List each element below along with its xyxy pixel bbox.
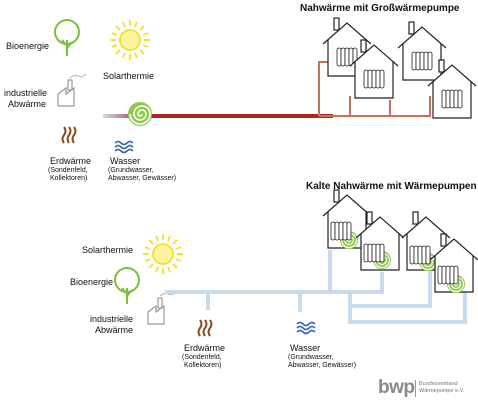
tree-icon: [114, 267, 140, 305]
earth-heat-icon: [61, 126, 77, 144]
sun-icon: [142, 233, 184, 275]
bottom-section: [114, 189, 478, 337]
label-wasser-sub2: Abwasser, Gewässer): [108, 175, 177, 182]
logo-line1: Bundesverband: [419, 381, 458, 387]
label-erdwaerme-sub2: Kollektoren): [184, 362, 222, 369]
earth-heat-icon: [197, 319, 213, 337]
label-erdwaerme-sub1: (Sondenfeld,: [182, 354, 222, 361]
tree-icon: [54, 19, 80, 57]
label-abwaerme: Abwärme: [8, 99, 47, 109]
top-title: Nahwärme mit Großwärmepumpe: [300, 3, 460, 14]
heat-pump-icon: [127, 101, 153, 127]
label-erdwaerme: Erdwärme: [184, 343, 226, 353]
label-industrielle: industrielle: [90, 314, 134, 324]
label-abwaerme: Abwärme: [95, 325, 134, 335]
logo-line2: Wärmepumpe e.V.: [419, 388, 465, 394]
factory-icon: [57, 73, 87, 107]
label-erdwaerme: Erdwärme: [50, 156, 92, 166]
top-section: [54, 17, 477, 154]
water-icon: [296, 321, 316, 335]
label-erdwaerme-sub2: Kollektoren): [50, 175, 88, 182]
label-bioenergie: Bioenergie: [70, 277, 114, 287]
factory-icon: [147, 291, 177, 325]
label-wasser: Wasser: [290, 343, 321, 353]
label-wasser-sub2: Abwasser, Gewässer): [288, 362, 357, 369]
cold-pipe-network: [165, 250, 467, 324]
label-solarthermie: Solarthermie: [82, 245, 134, 255]
warm-pipe: [103, 114, 333, 118]
sun-icon: [109, 19, 151, 61]
label-wasser-sub1: (Grundwasser,: [108, 167, 154, 174]
water-icon: [114, 140, 134, 154]
label-bioenergie: Bioenergie: [6, 41, 50, 51]
label-wasser: Wasser: [110, 156, 141, 166]
logo-divider: [415, 380, 416, 397]
label-erdwaerme-sub1: (Sondenfeld,: [48, 167, 88, 174]
label-solarthermie: Solarthermie: [103, 71, 155, 81]
house-pipe: [349, 96, 391, 116]
label-wasser-sub1: (Grundwasser,: [288, 354, 334, 361]
bottom-title: Kalte Nahwärme mit Wärmepumpen: [306, 181, 477, 192]
house-pipe: [319, 96, 431, 117]
label-industrielle: industrielle: [4, 88, 48, 98]
bwp-logo: bwp: [378, 377, 415, 398]
